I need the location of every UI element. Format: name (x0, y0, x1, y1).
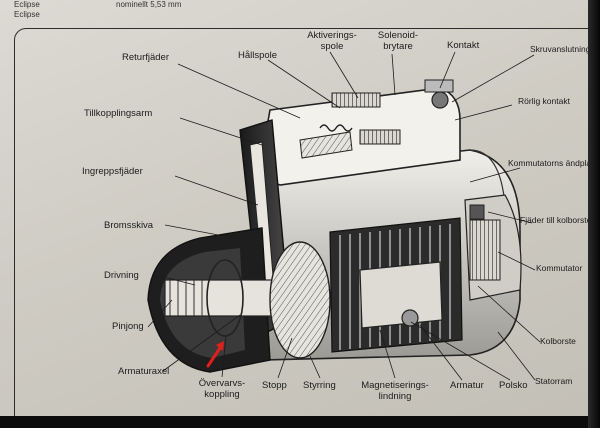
label-ingreppsfjader: Ingreppsfjäder (82, 166, 143, 177)
label-kontakt: Kontakt (447, 40, 480, 51)
label-hallspole: Hållspole (238, 50, 278, 61)
label-statorram: Statorram (535, 376, 573, 386)
label-stopp: Stopp (262, 380, 287, 391)
photo-edge-right (588, 0, 600, 428)
pinion-shaft (164, 241, 331, 359)
label-kolborste: Kolborste (540, 336, 576, 346)
label-pinjong: Pinjong (112, 321, 144, 332)
label-overvarvskoppling: Övervarvs- koppling (198, 378, 246, 400)
holding-coil (359, 129, 401, 145)
label-fjader-till-kolborste: Fjäder till kolborste (520, 215, 592, 225)
leader-lines (147, 51, 541, 381)
label-tillkopplingsarm: Tillkopplingsarm (84, 108, 153, 119)
brush (469, 204, 485, 220)
label-rorlig-kontakt: Rörlig kontakt (518, 96, 570, 106)
label-magnetiseringslindning: Magnetiserings- lindning (361, 380, 429, 402)
label-skruvanslutning: Skruvanslutning (530, 44, 591, 54)
contact (424, 79, 454, 93)
header-line-1: Eclipse (14, 0, 40, 9)
red-annotation-arrow (206, 341, 224, 368)
label-drivning: Drivning (104, 270, 139, 281)
label-armatur: Armatur (450, 380, 484, 391)
label-armaturaxel: Armaturaxel (118, 366, 170, 377)
label-kommutatorns-andplatta: Kommutatorns ändplatta (508, 158, 600, 168)
label-styrring: Styrring (303, 380, 336, 391)
armature (329, 217, 463, 353)
label-polsko: Polsko (499, 380, 528, 391)
label-solenoidbrytare: Solenoid- brytare (377, 30, 419, 52)
label-kommutator: Kommutator (536, 263, 583, 273)
header-line-2: Eclipse (14, 10, 40, 19)
label-aktiveringsspole: Aktiverings- spole (307, 30, 357, 52)
label-returfjader: Returfjäder (122, 52, 169, 63)
commutator-end (464, 194, 522, 301)
terminal-nut (431, 91, 449, 109)
label-bromsskiva: Bromsskiva (104, 220, 154, 231)
guide-ring (269, 241, 331, 359)
pole-shoe-screw (401, 309, 419, 327)
field-winding (359, 261, 443, 329)
solenoid (261, 79, 461, 186)
activation-coil (331, 92, 381, 108)
overrunning-clutch (206, 259, 244, 337)
photo-edge-bottom (0, 416, 600, 428)
commutator (469, 219, 501, 281)
header-line-3: nominellt 5,53 mm (116, 0, 182, 9)
return-spring (319, 124, 353, 132)
page-header-strip: Eclipse Eclipse nominellt 5,53 mm (0, 0, 600, 22)
